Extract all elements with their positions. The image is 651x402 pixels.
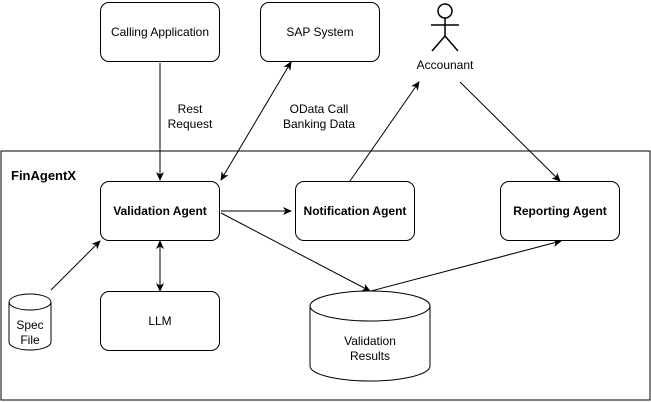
notification-agent-node[interactable]: Notification Agent [295, 181, 415, 241]
reporting-agent-node[interactable]: Reporting Agent [500, 181, 620, 241]
rest-request-edge-label: Rest Request [160, 102, 220, 132]
spec-file-label: Spec File [12, 318, 48, 348]
llm-node[interactable]: LLM [100, 291, 220, 351]
odata-call-line1: OData Call [289, 102, 349, 116]
notification-agent-label: Notification Agent [303, 203, 407, 218]
notification-to-accountant-edge [349, 81, 420, 182]
accountant-to-reporting-edge [459, 81, 561, 182]
validation-results-line1: Validation [344, 334, 396, 348]
validation-results-label: Validation Results [320, 334, 420, 364]
spec-file-datastore-shape [8, 293, 52, 351]
calling-application-label: Calling Application [110, 24, 210, 39]
odata-call-edge-label: OData Call Banking Data [278, 102, 360, 132]
reporting-agent-label: Reporting Agent [513, 203, 607, 218]
validation-agent-node[interactable]: Validation Agent [100, 181, 220, 241]
sap-system-node[interactable]: SAP System [260, 2, 380, 62]
validation-agent-label: Validation Agent [113, 203, 207, 218]
spec-file-line2: File [20, 333, 40, 347]
spec-file-to-validation-edge [50, 240, 101, 291]
odata-call-line2: Banking Data [282, 117, 356, 131]
llm-label: LLM [148, 313, 172, 328]
rest-request-line1: Rest [177, 102, 203, 116]
finagentx-group-title: FinAgentX [11, 168, 76, 183]
calling-application-node[interactable]: Calling Application [100, 2, 220, 62]
odata-call-edge [220, 61, 292, 181]
accountant-actor-icon [431, 3, 459, 52]
rest-request-line2: Request [167, 117, 213, 131]
accountant-label: Accounant [416, 58, 474, 72]
finagentx-group-frame [0, 150, 651, 401]
results-to-reporting-edge [370, 239, 562, 292]
sap-system-label: SAP System [286, 24, 354, 39]
spec-file-line1: Spec [16, 318, 44, 332]
validation-results-line2: Results [349, 349, 390, 363]
validation-results-datastore-shape [309, 290, 431, 382]
validation-to-results-edge [220, 212, 371, 292]
